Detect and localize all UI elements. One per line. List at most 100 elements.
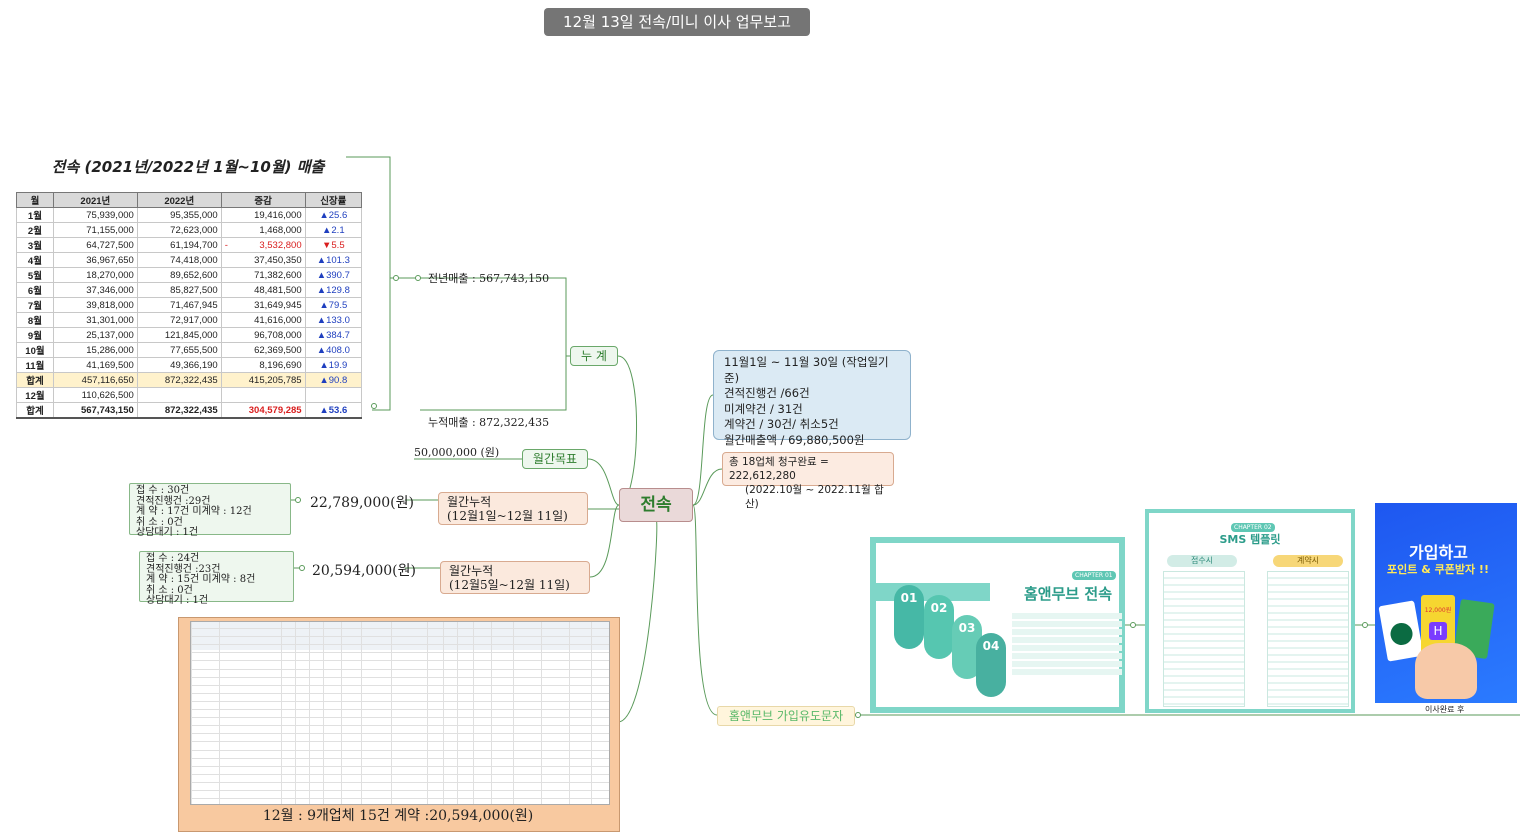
- table-cell: 95,355,000: [136, 207, 222, 223]
- summary-line: 견적진행건 /66건: [724, 386, 810, 400]
- monthly-cum-amount-1: 22,789,000(원): [310, 495, 414, 511]
- table-cell: 62,369,500: [220, 342, 306, 358]
- col-header-month: 월: [16, 192, 54, 208]
- sheet-gridline: [591, 622, 592, 804]
- sheet-gridline: [323, 622, 324, 804]
- sms-template-card[interactable]: CHAPTER 02 SMS 템플릿 접수시 계약시: [1145, 509, 1355, 713]
- signup-promo-card[interactable]: 가입하고 포인트 & 쿠폰받자 !! 12,000원 H: [1375, 503, 1517, 703]
- table-cell: ▲2.1: [304, 222, 363, 238]
- central-topic-node[interactable]: 전속: [619, 488, 693, 522]
- table-cell: 1월: [16, 207, 54, 223]
- sheet-gridline: [191, 725, 609, 727]
- table-cell: 19,416,000: [220, 207, 306, 223]
- table-cell: 9월: [16, 327, 54, 343]
- sheet-gridline: [609, 622, 610, 804]
- jeonsok-process-card[interactable]: 01 02 03 04 CHAPTER 01 홈앤무브 전속: [870, 537, 1125, 713]
- sheet-gridline: [191, 773, 609, 775]
- table-cell: 합계: [16, 402, 54, 419]
- sheet-gridline: [191, 628, 609, 629]
- page-title[interactable]: 12월 13일 전속/미니 이사 업무보고: [544, 8, 810, 36]
- sheet-gridline: [457, 622, 458, 804]
- monthly-cum-node-1[interactable]: 월간누적 (12월1일~12월 11일): [438, 492, 588, 525]
- card2-template-2: [1267, 571, 1349, 707]
- table-cell: 49,366,190: [136, 357, 222, 373]
- table-cell: 71,467,945: [136, 297, 222, 313]
- table-cell: 3월: [16, 237, 54, 253]
- sheet-gridline: [191, 733, 609, 735]
- col-header-growth: 신장률: [304, 192, 363, 208]
- billing-node[interactable]: 총 18업체 청구완료 = 222,612,280 (2022.10월 ~ 20…: [722, 452, 894, 510]
- stats2-line: 상담대기 : 1건: [146, 595, 209, 606]
- table-cell: 6월: [16, 282, 54, 298]
- sheet-gridline: [191, 709, 609, 710]
- card2-badge: CHAPTER 02: [1231, 523, 1275, 532]
- sheet-gridline: [191, 660, 609, 662]
- table-cell: 96,708,000: [220, 327, 306, 343]
- table-cell: 8,196,690: [220, 357, 306, 373]
- table-cell: ▲133.0: [304, 312, 363, 328]
- table-cell: 71,382,600: [220, 267, 306, 283]
- step-4-badge: 04: [976, 633, 1006, 697]
- card1-text: [1012, 611, 1122, 677]
- sheet-gridline: [491, 622, 492, 804]
- stats2-line: 취 소 : 0건: [146, 584, 193, 596]
- promo-headline-1: 가입하고: [1409, 543, 1468, 562]
- signup-sms-node[interactable]: 홈앤무브 가입유도문자: [717, 706, 855, 726]
- contract-sheet-image: [190, 621, 610, 805]
- monthly-summary-node[interactable]: 11월1일 ~ 11월 30일 (작업일기준) 견적진행건 /66건 미계약건 …: [713, 350, 911, 447]
- table-cell: 5월: [16, 267, 54, 283]
- stats-box-1[interactable]: 접 수 : 30건 견적진행건 :29건 계 약 : 17건 미계약 : 12건…: [129, 483, 291, 538]
- sheet-gridline: [191, 644, 609, 646]
- stats1-line: 상담대기 : 1건: [136, 527, 199, 538]
- table-cell: ▲25.6: [304, 207, 363, 223]
- sheet-gridline: [361, 622, 362, 804]
- table-cell: ▲90.8: [304, 372, 363, 388]
- card1-title: 홈앤무브 전속: [1024, 585, 1113, 603]
- promo-headline-2: 포인트 & 쿠폰받자 !!: [1387, 563, 1489, 576]
- summary-line: 계약건 / 30건/ 취소5건: [724, 417, 839, 431]
- stats-box-2[interactable]: 접 수 : 24건 견적진행건 :23건 계 약 : 15건 미계약 : 8건 …: [139, 551, 294, 606]
- table-cell: 85,827,500: [136, 282, 222, 298]
- table-cell: 74,418,000: [136, 252, 222, 268]
- table-cell: -3,532,800: [220, 237, 306, 253]
- nugye-node[interactable]: 누 계: [570, 346, 618, 366]
- monthly-cum-label: 월간누적: [447, 495, 492, 509]
- table-cell: 1,468,000: [220, 222, 306, 238]
- hand-icon: [1415, 643, 1477, 699]
- table-cell: 37,450,350: [220, 252, 306, 268]
- table-cell: ▼5.5: [304, 237, 363, 253]
- card1-badge: CHAPTER 01: [1072, 571, 1116, 580]
- table-cell: 12월: [16, 387, 54, 403]
- table-cell: 39,818,000: [52, 297, 138, 313]
- monthly-cum-period: (12월1일~12월 11일): [447, 509, 568, 523]
- table-cell: 872,322,435: [136, 372, 222, 388]
- stats1-line: 견적진행건 :29건: [136, 495, 211, 507]
- monthly-goal-node[interactable]: 월간목표: [522, 449, 588, 469]
- table-cell: [304, 387, 363, 403]
- col-header-2022: 2022년: [136, 192, 222, 208]
- monthly-cum-node-2[interactable]: 월간누적 (12월5일~12월 11일): [440, 561, 590, 594]
- table-cell: 18,270,000: [52, 267, 138, 283]
- sheet-gridline: [443, 622, 444, 804]
- billing-line: 총 18업체 청구완료 = 222,612,280: [729, 456, 829, 482]
- stats2-line: 접 수 : 24건: [146, 553, 200, 564]
- step-number: 01: [900, 591, 918, 605]
- table-cell: [136, 387, 222, 403]
- coupon-amount: 12,000원: [1424, 607, 1452, 614]
- sheet-gridline: [473, 622, 474, 804]
- table-cell: 457,116,650: [52, 372, 138, 388]
- sheet-gridline: [191, 636, 609, 638]
- table-cell: 41,616,000: [220, 312, 306, 328]
